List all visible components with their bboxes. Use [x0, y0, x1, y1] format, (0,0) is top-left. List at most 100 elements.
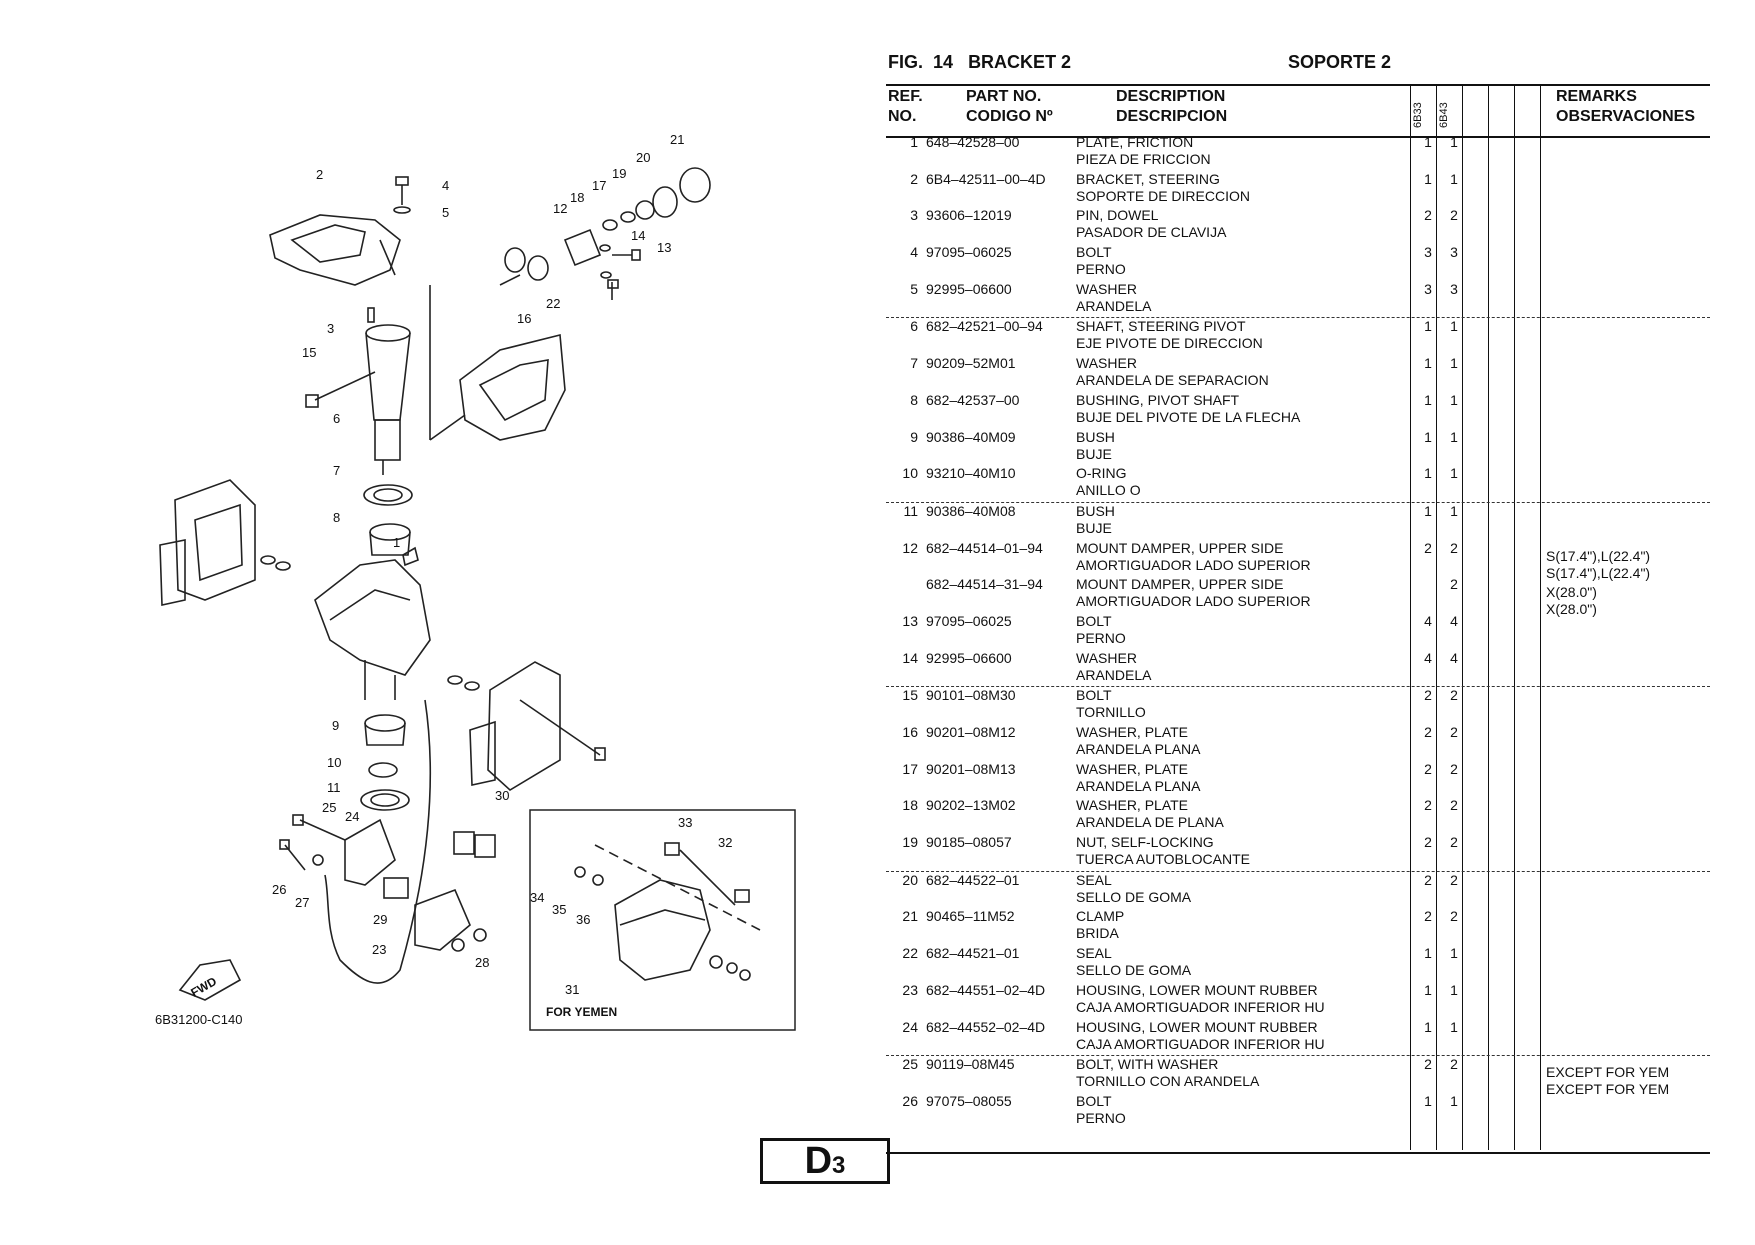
qty-6b43: 4: [1450, 649, 1458, 666]
callout: 3: [327, 321, 335, 336]
description-es: PERNO: [1076, 629, 1126, 646]
description-es: PASADOR DE CLAVIJA: [1076, 224, 1227, 241]
description-en: HOUSING, LOWER MOUNT RUBBER: [1076, 981, 1318, 998]
qty-6b33: 1: [1424, 1092, 1432, 1109]
description-es: SELLO DE GOMA: [1076, 962, 1192, 979]
part-no: 90101–08M30: [926, 687, 1016, 704]
col-desc-en: DESCRIPTION: [1116, 88, 1226, 105]
part-no: 90201–08M13: [926, 760, 1016, 777]
qty-6b33: 1: [1424, 465, 1432, 482]
qty-6b43: 1: [1450, 428, 1458, 445]
column-divider: [1462, 86, 1463, 1150]
ref-no: 14: [902, 649, 918, 666]
col-remarks-es: OBSERVACIONES: [1556, 108, 1695, 125]
qty-6b33: 1: [1424, 1018, 1432, 1035]
callout: 2: [316, 167, 324, 182]
column-divider: [1488, 86, 1489, 1150]
page-number: 3: [832, 1152, 846, 1179]
qty-6b33: 1: [1424, 355, 1432, 372]
ref-no: 13: [902, 612, 918, 629]
part-no: 682–44522–01: [926, 871, 1020, 888]
qty-6b33: 1: [1424, 318, 1432, 335]
part-no: 90185–08057: [926, 834, 1012, 851]
callout: 34: [530, 890, 545, 905]
description-es: BUJE: [1076, 519, 1112, 536]
part-no: 93606–12019: [926, 207, 1012, 224]
diagram-code: 6B31200-C140: [155, 1012, 243, 1027]
inset-label: FOR YEMEN: [546, 1005, 618, 1019]
ref-no: 23: [902, 981, 918, 998]
callout: 27: [295, 895, 310, 910]
page-title: FIG. 14 BRACKET 2: [888, 52, 1072, 72]
description-es: TORNILLO CON ARANDELA: [1076, 1073, 1260, 1090]
description-es: EJE PIVOTE DE DIRECCION: [1076, 335, 1263, 352]
part-no: 97075–08055: [926, 1092, 1012, 1109]
qty-6b43: 2: [1450, 539, 1458, 556]
callout: 15: [302, 345, 317, 360]
description-en: BRACKET, STEERING: [1076, 170, 1220, 187]
part-no: 92995–06600: [926, 649, 1012, 666]
description-en: SHAFT, STEERING PIVOT: [1076, 318, 1246, 335]
qty-6b33: 2: [1424, 724, 1432, 740]
ref-no: 24: [902, 1018, 918, 1035]
part-no: 682–44514–01–94: [926, 539, 1043, 556]
description-en: PIN, DOWEL: [1076, 207, 1159, 224]
col-remarks-en: REMARKS: [1556, 88, 1637, 105]
part-no: 90386–40M08: [926, 502, 1016, 519]
callout: 32: [718, 835, 733, 850]
table-header: REF. NO. PART NO. CODIGO Nº DESCRIPTION …: [886, 84, 1710, 138]
callout: 23: [372, 942, 387, 957]
description-en: PLATE, FRICTION: [1076, 134, 1194, 150]
remarks-en: S(17.4"),L(22.4"): [1546, 547, 1651, 564]
description-es: ARANDELA PLANA: [1076, 777, 1201, 794]
qty-6b43: 1: [1450, 1018, 1458, 1035]
description-en: WASHER: [1076, 355, 1137, 372]
callout: 13: [657, 240, 672, 255]
qty-6b43: 2: [1450, 760, 1458, 777]
column-divider: [1514, 86, 1515, 1150]
qty-6b33: 1: [1424, 428, 1432, 445]
ref-no: 20: [902, 871, 918, 888]
ref-no: 25: [902, 1056, 918, 1073]
qty-6b33: 3: [1424, 244, 1432, 261]
description-es: CAJA AMORTIGUADOR INFERIOR HU: [1076, 1035, 1325, 1052]
qty-6b43: 1: [1450, 1092, 1458, 1109]
description-en: BOLT: [1076, 244, 1112, 261]
callout: 24: [345, 809, 360, 824]
col-ref-es: NO.: [888, 108, 917, 125]
qty-6b33: 2: [1424, 871, 1432, 888]
ref-no: 16: [902, 724, 918, 740]
qty-6b33: 1: [1424, 945, 1432, 962]
col-part-es: CODIGO Nº: [966, 108, 1053, 125]
description-en: SEAL: [1076, 871, 1112, 888]
page-letter: D: [804, 1140, 833, 1182]
callout: 36: [576, 912, 591, 927]
qty-6b43: 2: [1450, 871, 1458, 888]
remarks-en: EXCEPT FOR YEM: [1546, 1064, 1670, 1081]
callout: 8: [333, 510, 341, 525]
qty-6b43: 1: [1450, 391, 1458, 408]
qty-6b33: 2: [1424, 1056, 1432, 1073]
description-es: SOPORTE DE DIRECCION: [1076, 187, 1250, 204]
qty-6b33: 1: [1424, 981, 1432, 998]
ref-no: 11: [903, 502, 918, 519]
callout: 9: [332, 718, 340, 733]
qty-6b43: 2: [1450, 1056, 1458, 1073]
description-en: CLAMP: [1076, 908, 1125, 925]
part-no: 682–44514–31–94: [926, 576, 1043, 593]
table-bottom-rule: [886, 1152, 1710, 1154]
qty-6b33: 2: [1424, 207, 1432, 224]
qty-6b33: 1: [1424, 170, 1432, 187]
qty-6b33: 2: [1424, 760, 1432, 777]
callout: 30: [495, 788, 510, 803]
part-no: 90465–11M52: [926, 908, 1015, 925]
qty-6b33: 4: [1424, 649, 1432, 666]
